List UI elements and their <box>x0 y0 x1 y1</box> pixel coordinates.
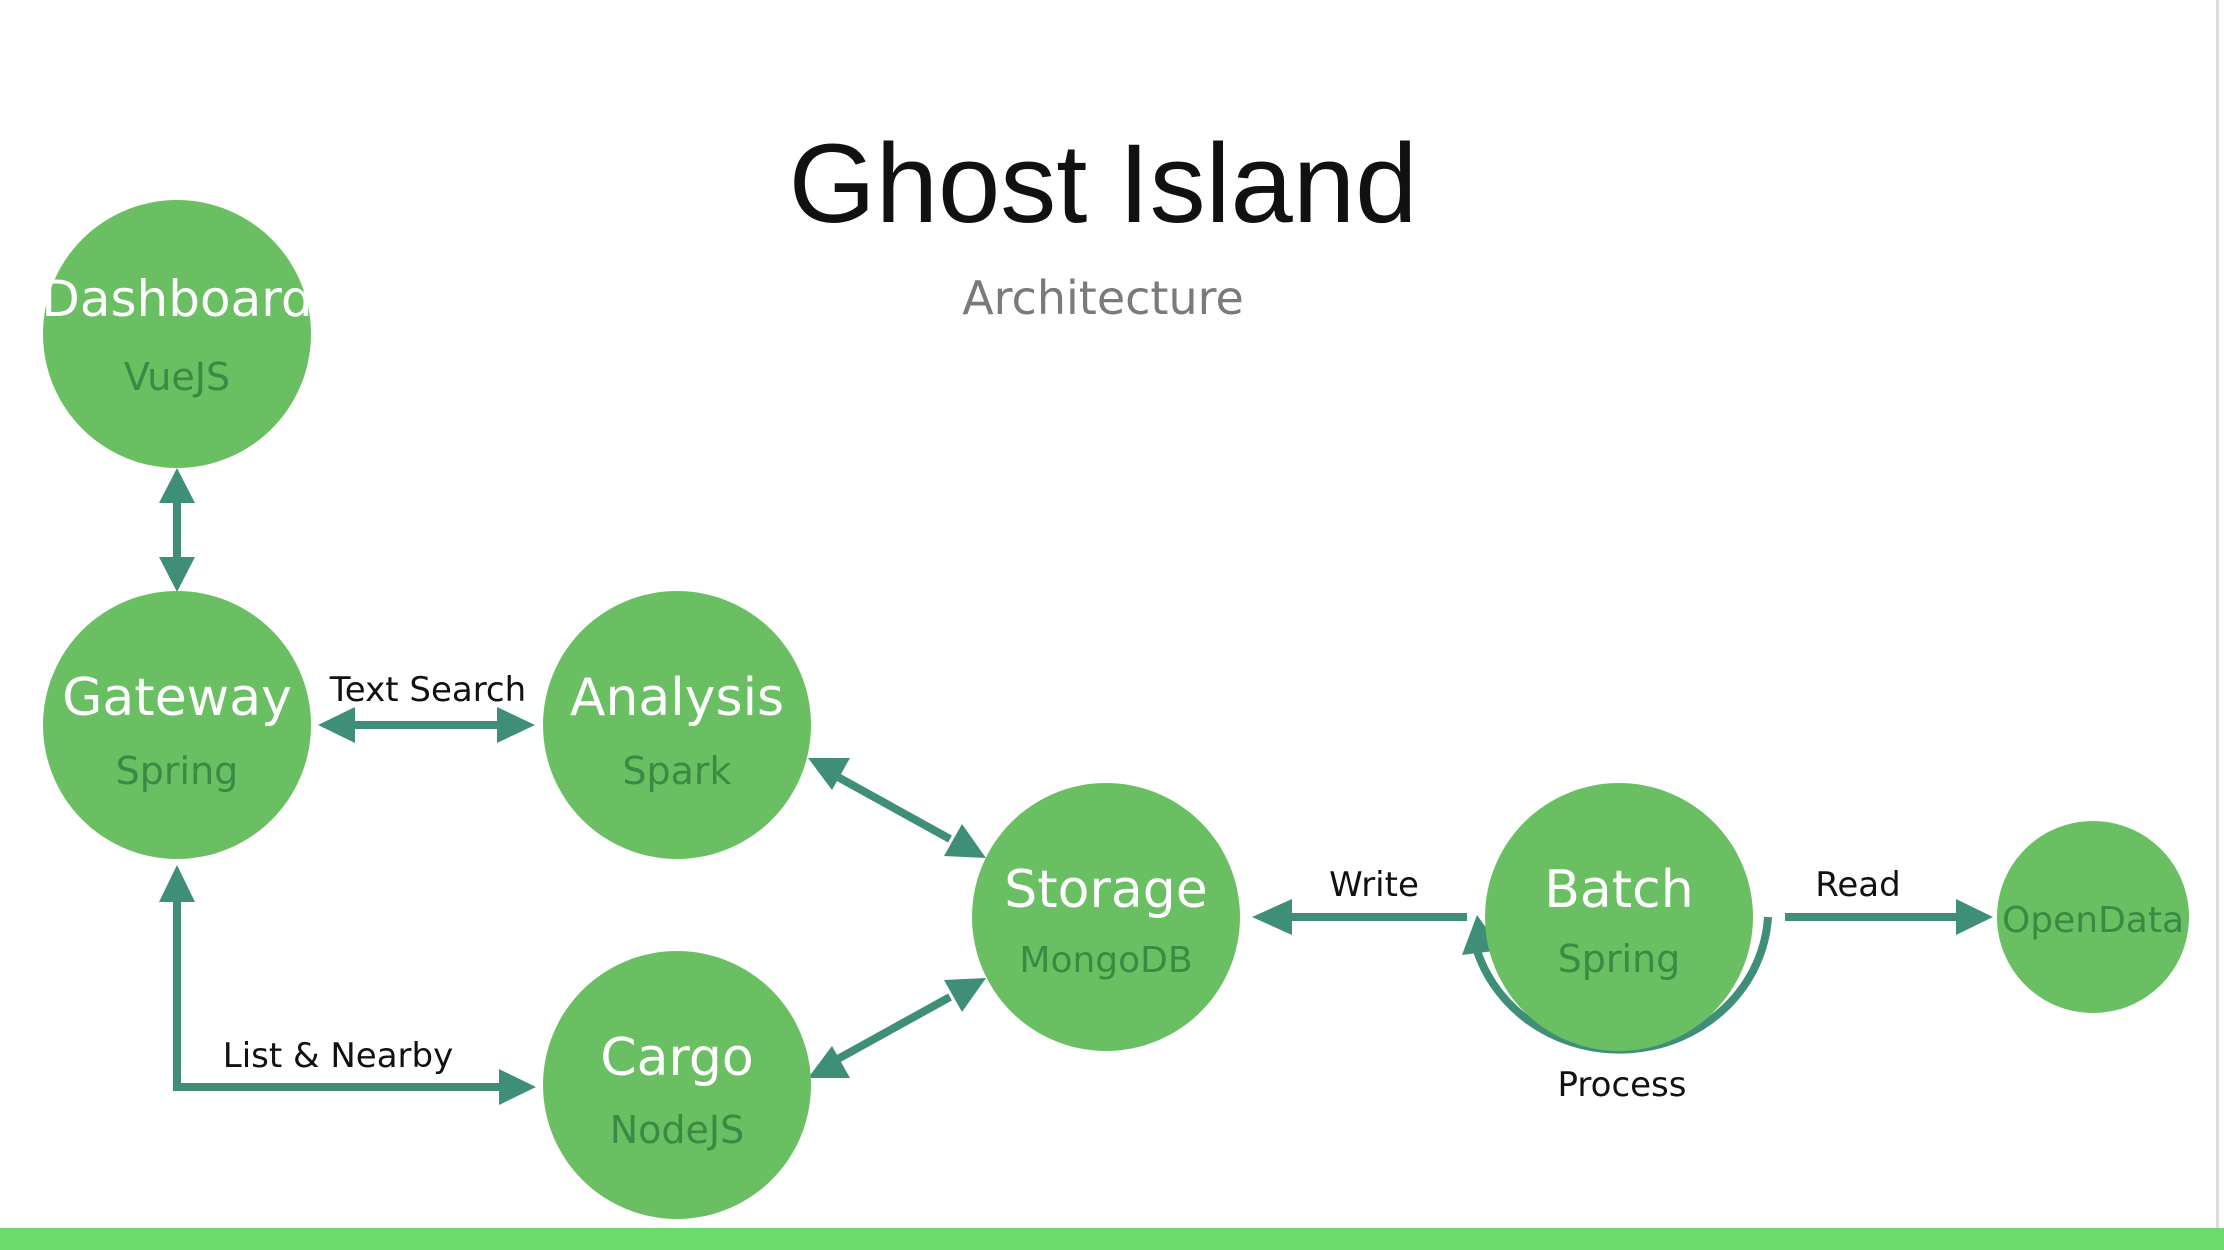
node-opendata-circle <box>1997 821 2189 1013</box>
slide-bottom-bar <box>0 1228 2224 1250</box>
node-gateway-circle <box>43 591 311 859</box>
arrow-batch-storage <box>1252 899 1467 935</box>
node-storage-tech: MongoDB <box>1019 940 1192 981</box>
node-opendata-name: OpenData <box>2002 900 2184 941</box>
arrow-analysis-storage <box>808 758 986 858</box>
edge-label-read: Read <box>1815 865 1900 905</box>
arrow-gateway-cargo <box>159 865 536 1105</box>
diagram-subtitle: Architecture <box>962 271 1244 325</box>
node-cargo-tech: NodeJS <box>610 1108 745 1152</box>
edge-label-list-nearby: List & Nearby <box>223 1036 453 1076</box>
node-gateway-tech: Spring <box>116 749 239 793</box>
edge-label-write: Write <box>1329 865 1419 905</box>
node-dashboard: Dashboard VueJS <box>41 200 313 468</box>
node-batch: Batch Spring <box>1462 783 1772 1054</box>
arrow-dashboard-gateway <box>159 468 195 592</box>
node-analysis-tech: Spark <box>622 749 731 793</box>
node-batch-circle <box>1485 783 1753 1051</box>
node-dashboard-name: Dashboard <box>41 270 312 328</box>
node-analysis-circle <box>543 591 811 859</box>
node-storage-circle <box>972 783 1240 1051</box>
node-storage: Storage MongoDB <box>972 783 1240 1051</box>
node-analysis: Analysis Spark <box>543 591 811 859</box>
arrow-batch-opendata <box>1785 899 1993 935</box>
node-cargo-name: Cargo <box>600 1028 753 1088</box>
node-gateway: Gateway Spring <box>43 591 311 859</box>
node-batch-name: Batch <box>1544 860 1693 920</box>
diagram-title: Ghost Island <box>789 121 1418 246</box>
node-cargo-circle <box>543 951 811 1219</box>
node-opendata: OpenData <box>1997 821 2189 1013</box>
node-dashboard-tech: VueJS <box>124 355 230 399</box>
arrow-gateway-analysis <box>318 707 535 743</box>
node-gateway-name: Gateway <box>62 668 292 728</box>
node-dashboard-circle <box>43 200 311 468</box>
slide-right-border <box>2216 0 2219 1228</box>
node-storage-name: Storage <box>1004 860 1207 920</box>
arrow-cargo-storage <box>808 978 986 1078</box>
edge-label-text-search: Text Search <box>329 670 526 710</box>
node-analysis-name: Analysis <box>570 668 784 728</box>
node-cargo: Cargo NodeJS <box>543 951 811 1219</box>
node-batch-tech: Spring <box>1558 937 1681 981</box>
edge-label-process: Process <box>1558 1065 1687 1105</box>
